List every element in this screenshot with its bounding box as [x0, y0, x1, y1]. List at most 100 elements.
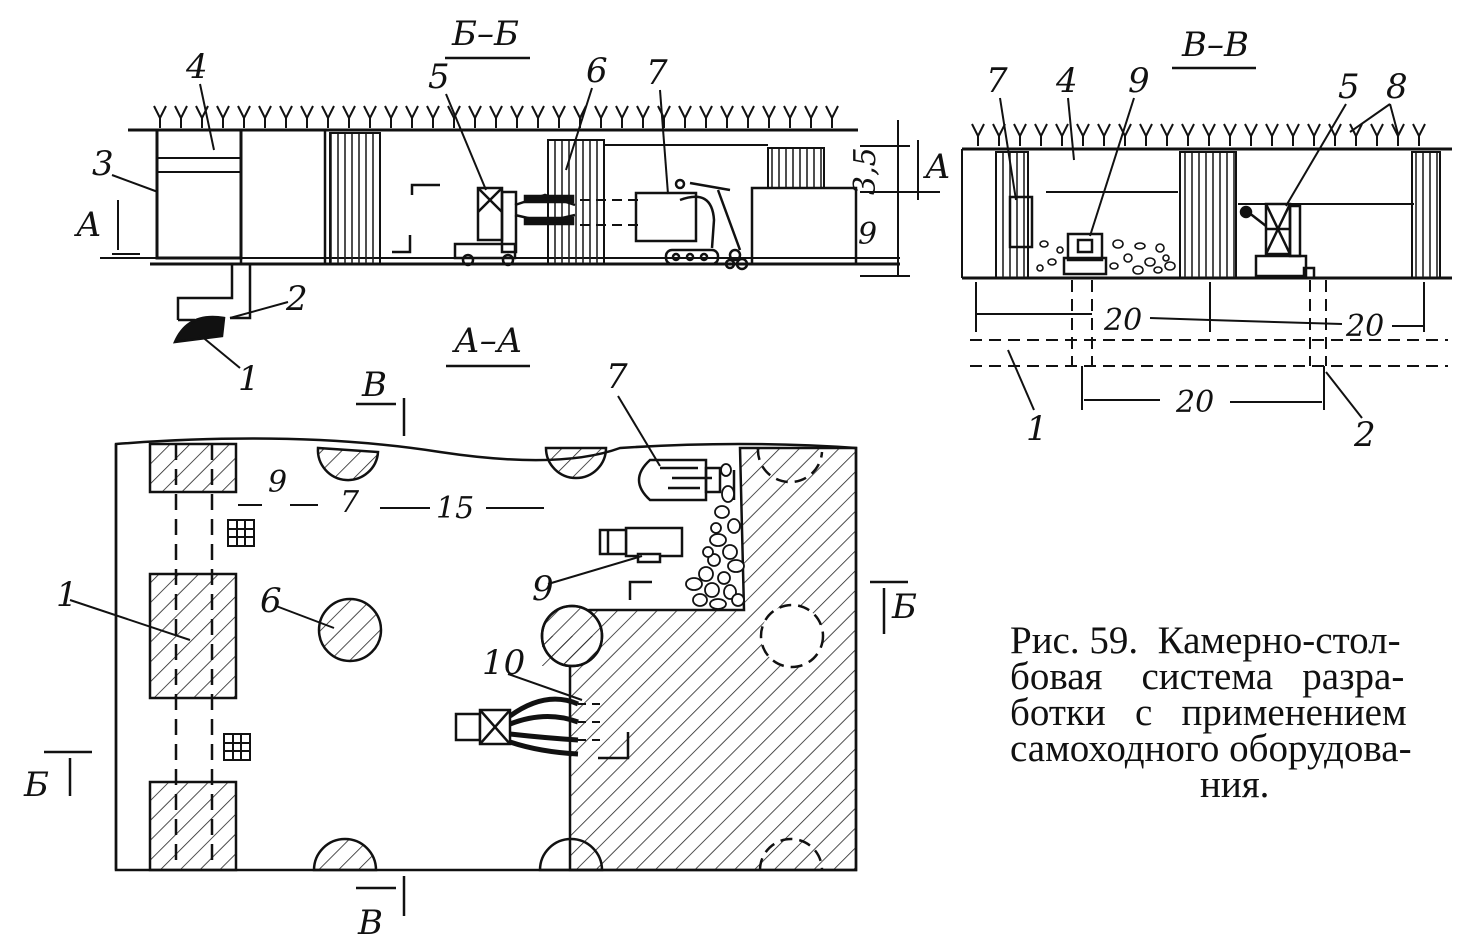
surface-symbol — [405, 105, 419, 128]
raise-grid-2 — [223, 733, 251, 761]
drill-rig-5-end — [1239, 202, 1316, 280]
rock — [1155, 243, 1165, 253]
surface-symbol — [1055, 123, 1069, 146]
dashed-pillar-2 — [756, 447, 824, 484]
dim-9-plan: 9 — [268, 465, 287, 500]
surface-symbol — [1328, 123, 1342, 146]
block-2 — [239, 128, 327, 266]
rock — [692, 593, 708, 607]
rock — [714, 505, 730, 519]
section-aa: А–А — [23, 321, 917, 943]
round-pillar-bottom-1 — [312, 837, 378, 872]
label-9-vv: 9 — [1128, 61, 1150, 101]
surface-symbol — [321, 105, 335, 128]
label-5: 5 — [428, 57, 450, 97]
cut-mark-v-top: В — [361, 365, 387, 405]
surface-symbol — [489, 105, 503, 128]
surface-symbol — [615, 105, 629, 128]
label-1-vv: 1 — [1026, 409, 1048, 449]
surface-symbol — [279, 105, 293, 128]
rock — [1144, 257, 1156, 267]
dim-15-plan: 15 — [436, 491, 474, 526]
surface-symbol — [447, 105, 461, 128]
rock-pile-plan — [685, 463, 745, 610]
surface-symbol — [237, 105, 251, 128]
rock — [1036, 264, 1044, 272]
section-bb: Б–Б — [74, 14, 951, 399]
round-pillar-bottom-2 — [538, 837, 604, 872]
label-4-vv: 4 — [1055, 61, 1078, 101]
rock-pile-vv — [1036, 239, 1176, 275]
surface-symbol — [992, 123, 1006, 146]
caption-line-1: Рис. 59. Камерно-стол- — [1010, 619, 1401, 662]
pillar-vv-3 — [1411, 151, 1441, 279]
surface-symbol — [468, 105, 482, 128]
surface-symbol — [804, 105, 818, 128]
surface-symbol — [510, 105, 524, 128]
pillar-1 — [329, 132, 381, 265]
surface-symbol — [636, 105, 650, 128]
cut-mark-a-left: А — [74, 205, 102, 245]
surface-symbols-bb — [153, 105, 839, 128]
rock — [1109, 262, 1119, 270]
rock — [709, 533, 727, 547]
rock — [685, 577, 703, 591]
label-4: 4 — [185, 47, 208, 87]
haulage-drift — [172, 264, 252, 344]
loader-7-end — [1008, 195, 1034, 249]
raise-grid-1 — [227, 519, 255, 547]
rock — [1047, 258, 1057, 266]
surface-symbol — [1097, 123, 1111, 146]
rock — [722, 544, 738, 560]
dim-20-vv-1: 20 — [1103, 303, 1142, 338]
rock — [698, 566, 714, 582]
surface-symbol — [363, 105, 377, 128]
surface-symbol — [1202, 123, 1216, 146]
rock — [1056, 246, 1064, 254]
surface-symbol — [384, 105, 398, 128]
surface-symbol — [720, 105, 734, 128]
surface-symbol — [1370, 123, 1384, 146]
rock — [1134, 242, 1146, 250]
label-10-plan: 10 — [482, 643, 525, 683]
surface-symbol — [1139, 123, 1153, 146]
rock — [721, 485, 735, 503]
caption-line-2: бовая система разра- — [1010, 655, 1405, 698]
dashed-pillar-3 — [758, 837, 824, 871]
section-aa-title: А–А — [452, 321, 523, 361]
label-2-bb: 2 — [285, 279, 308, 319]
label-2-vv: 2 — [1353, 415, 1376, 455]
rock — [702, 546, 714, 558]
surface-symbol — [342, 105, 356, 128]
rock — [1132, 265, 1144, 275]
rock — [1123, 253, 1133, 263]
surface-symbols-vv — [971, 123, 1426, 146]
rock — [1112, 239, 1124, 249]
surface-symbol — [762, 105, 776, 128]
surface-symbol — [1286, 123, 1300, 146]
surface-symbol — [1160, 123, 1174, 146]
label-7-plan: 7 — [606, 357, 628, 397]
plan-pillar-top — [148, 442, 238, 494]
surface-symbol — [1223, 123, 1237, 146]
block-right — [750, 186, 858, 266]
drill-rig-10-plan — [454, 696, 580, 757]
surface-symbol — [783, 105, 797, 128]
block-3 — [155, 128, 243, 260]
surface-symbol — [678, 105, 692, 128]
surface-symbol — [258, 105, 272, 128]
label-6: 6 — [586, 51, 608, 91]
dashed-pillar-1 — [759, 603, 825, 669]
label-9-plan: 9 — [532, 569, 554, 609]
pillar-vv-2 — [1179, 151, 1237, 279]
rock — [727, 559, 745, 573]
rock — [1153, 266, 1163, 274]
surface-symbol — [531, 105, 545, 128]
caption-line-3: ботки с применением — [1010, 691, 1407, 734]
plan-pillar-bottom — [148, 780, 238, 872]
caption-line-4: самоходного оборудова- — [1010, 727, 1412, 770]
label-5-vv: 5 — [1338, 67, 1360, 107]
cut-mark-a-right: А — [923, 147, 951, 187]
